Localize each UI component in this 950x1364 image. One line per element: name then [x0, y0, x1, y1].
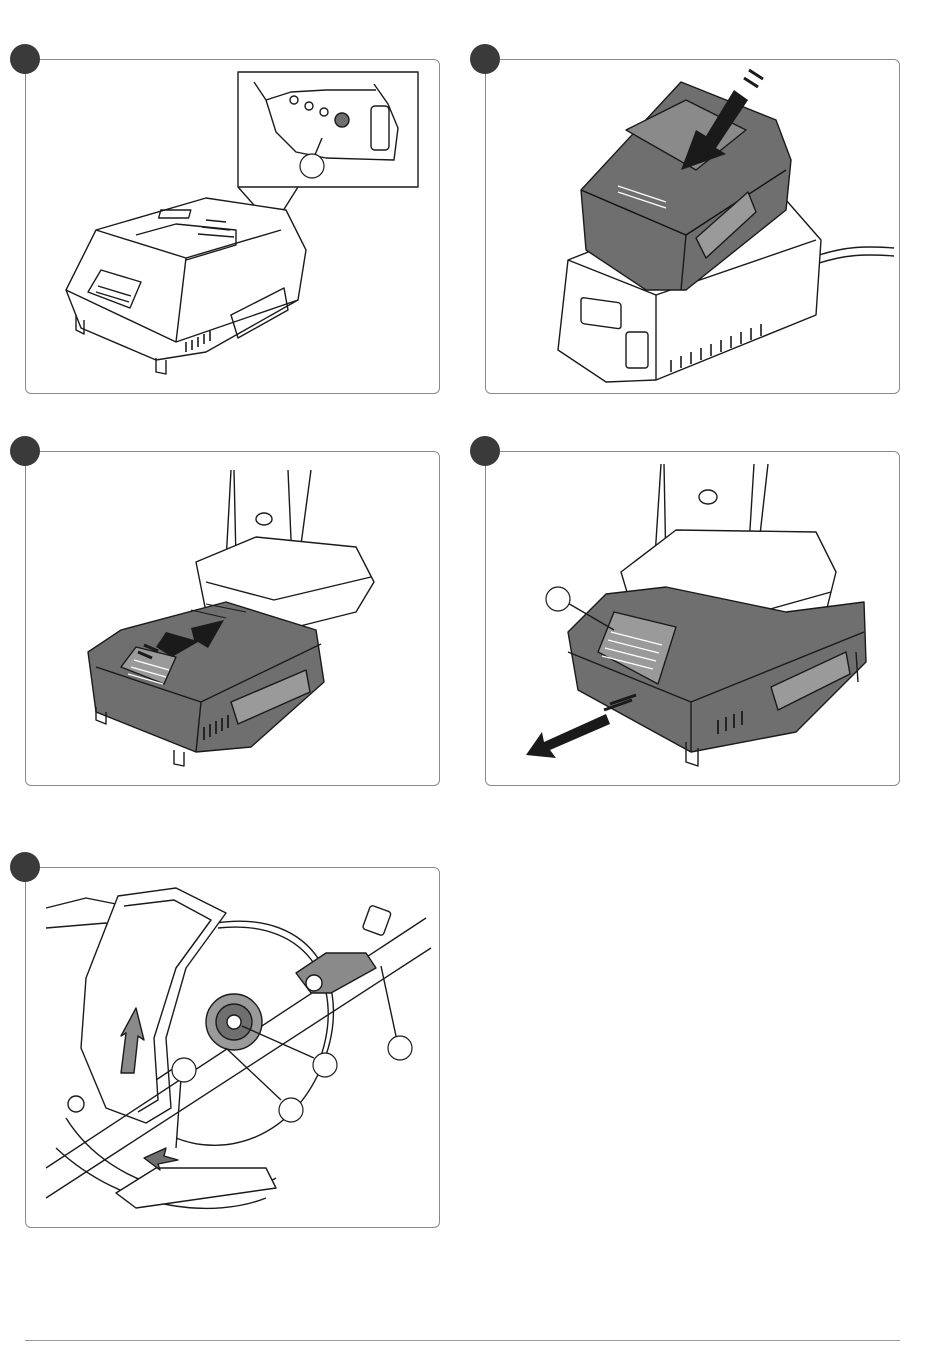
figure-panel-2 — [485, 59, 900, 394]
figure-panel-4 — [485, 451, 900, 786]
callout-circle-5c — [279, 1098, 303, 1122]
figure-number-badge-1 — [10, 44, 40, 74]
footer-divider — [25, 1340, 900, 1341]
battery-release-illustration — [486, 452, 901, 787]
callout-circle-5d — [388, 1036, 412, 1060]
figure-number-badge-4 — [470, 436, 500, 466]
callout-circle-4a — [546, 587, 570, 611]
figure-number-badge-2 — [470, 44, 500, 74]
saw-blade-illustration — [26, 868, 441, 1229]
callout-circle-1a — [300, 154, 324, 178]
battery-illustration — [26, 60, 441, 395]
figure-number-badge-3 — [10, 436, 40, 466]
callout-circle-5a — [172, 1058, 196, 1082]
figure-panel-1 — [25, 59, 440, 394]
battery-charger-illustration — [486, 60, 901, 395]
figure-number-badge-5 — [10, 852, 40, 882]
battery-into-tool-illustration — [26, 452, 441, 787]
callout-circle-5b — [313, 1053, 337, 1077]
figure-panel-3 — [25, 451, 440, 786]
pull-direction-arrow — [526, 695, 636, 758]
figure-panel-5 — [25, 867, 440, 1228]
